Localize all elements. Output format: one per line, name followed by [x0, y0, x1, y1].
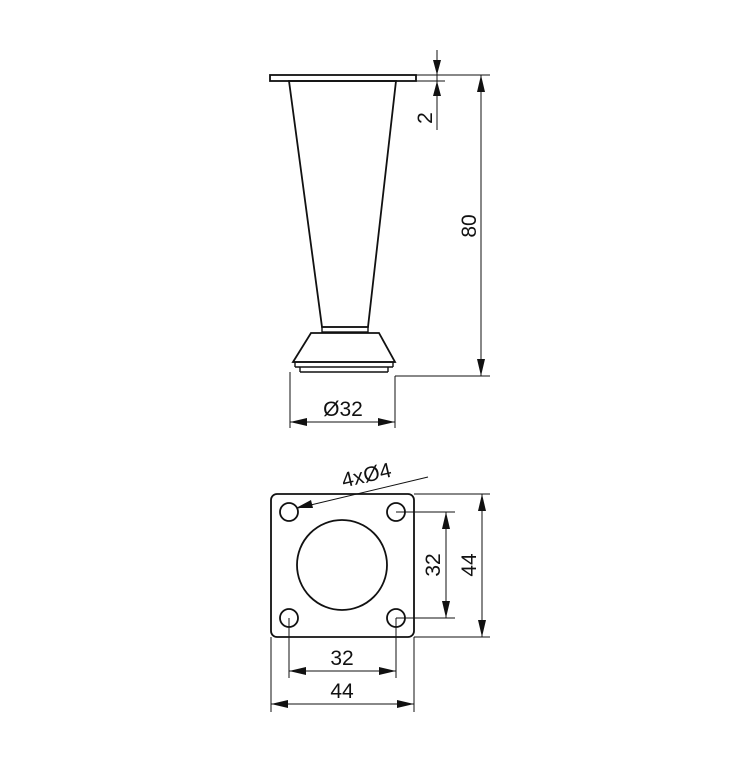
- plate-size-vertical-label: 44: [458, 553, 481, 577]
- dimension-hole-spacing-vertical: 32: [396, 511, 455, 619]
- foot-diameter-label: Ø32: [323, 398, 363, 421]
- top-view: [270, 493, 415, 638]
- dimension-plate-size-vertical: 44: [414, 493, 490, 638]
- side-view: [269, 74, 417, 373]
- dimension-hole-spacing-horizontal: 32: [288, 618, 397, 678]
- glide-foot: [291, 332, 397, 363]
- tapered-leg: [287, 80, 398, 328]
- hole-spacing-horizontal-label: 32: [330, 647, 353, 670]
- plate-size-horizontal-label: 44: [330, 680, 354, 703]
- dimension-hole-spec: 4xØ4: [296, 459, 429, 509]
- dimension-foot-diameter: Ø32: [289, 372, 396, 428]
- center-hole: [296, 519, 388, 611]
- dimension-height: 80: [395, 74, 490, 377]
- hole-spacing-vertical-label: 32: [422, 553, 445, 576]
- dimension-plate-thickness: 2: [414, 50, 445, 130]
- leg-neck: [321, 326, 369, 333]
- mounting-plate-top: [270, 493, 415, 638]
- dimension-plate-size-horizontal: 44: [270, 637, 415, 712]
- height-label: 80: [458, 214, 481, 237]
- screw-hole-top-left: [279, 502, 299, 522]
- plate-thickness-label: 2: [414, 112, 437, 124]
